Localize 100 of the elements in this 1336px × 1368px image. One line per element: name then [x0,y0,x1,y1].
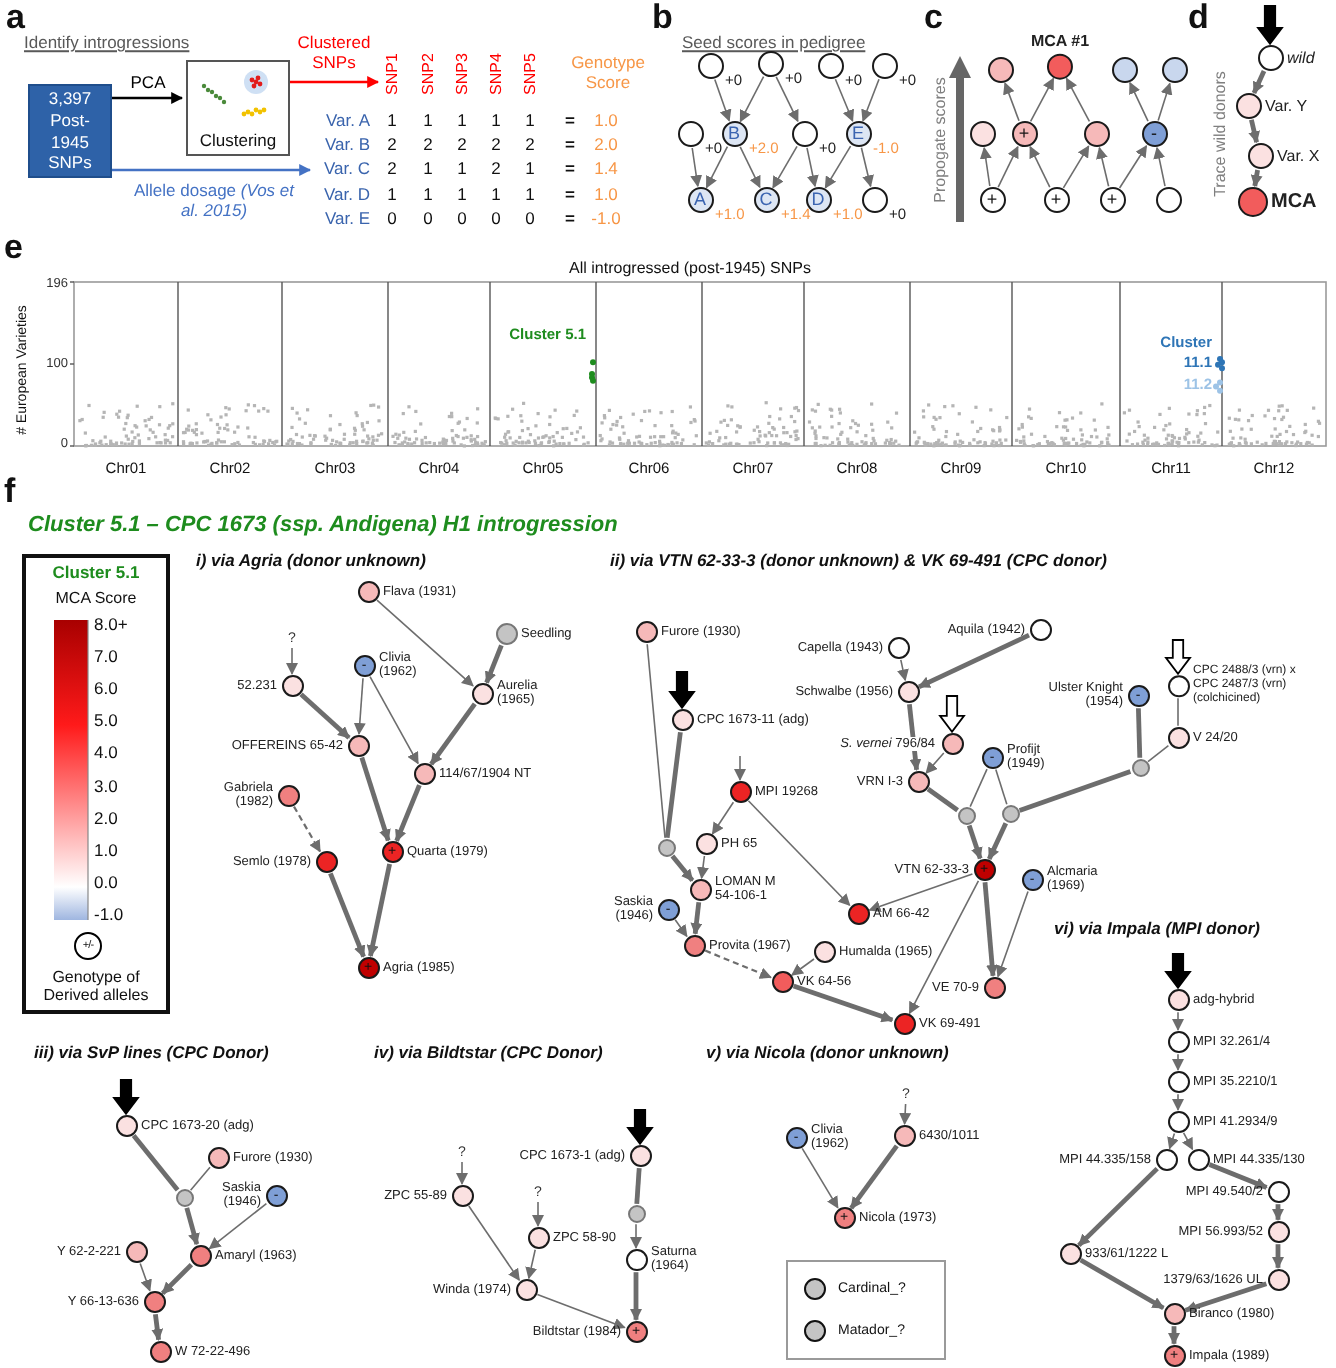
arrow [359,756,391,842]
scale-tick-label: 1.0 [94,841,118,862]
arrow [868,873,974,913]
score-value: 1.0 [594,186,618,206]
arrow [1029,77,1055,123]
arrow [286,647,298,675]
arrow [532,1201,544,1227]
arrow [739,75,765,123]
snp-box: 3,397 Post-1945 SNPs [28,84,112,178]
scale-tick-label: 4.0 [94,745,118,765]
arrow [299,692,351,740]
arrow [690,901,703,935]
arrow [1029,145,1051,188]
arrow [468,1205,520,1281]
arrow [1172,1011,1184,1031]
arrow [1184,1281,1268,1313]
clustering-box [186,60,290,156]
pedigree-line [1136,708,1143,758]
table-value: 1 [457,186,467,206]
scale-tick-label: 2.0 [94,809,118,829]
row-label: Var. B [324,136,370,156]
arrow [1157,82,1173,122]
arrow [429,702,477,766]
arrow [1065,77,1091,123]
arrow [1172,1053,1184,1071]
arrow [112,164,312,176]
table-value: 2 [387,160,397,180]
arrow [690,147,703,188]
edge-label: Clustered SNPs [295,34,373,74]
axis-label: Propogate scores [930,77,950,203]
table-value: 2 [457,136,467,156]
arrow [630,1272,642,1321]
arrow [112,92,184,104]
arrow [997,145,1019,188]
table-value: 1 [423,112,433,132]
scale-tick-label: 6.0 [94,680,118,701]
pedigree-line [995,768,1008,805]
arrow [834,78,854,122]
arrow [979,146,992,187]
scale-tick-label: 0.0 [94,873,118,894]
arrow [208,1202,268,1250]
arrow [987,822,1008,861]
pedigree-circle: A [687,187,713,213]
arrow [1248,119,1260,144]
arrow [484,644,504,684]
arrow [806,147,819,188]
donor-arrow [668,671,696,710]
section-heading: Seed scores in pedigree [682,34,866,54]
arrow [1272,1204,1284,1221]
arrow [697,855,709,880]
equals-sign: = [565,160,575,180]
legend-subtitle: MCA Score [55,588,137,608]
table-value: 2 [525,136,535,156]
arrow [908,880,980,1015]
donor-arrow [1256,5,1284,46]
score-value: 1.0 [594,112,618,132]
score-value: 2.0 [594,136,618,156]
arrow [353,677,366,735]
arrow [772,145,798,189]
pedigree-circle: C [753,187,779,213]
subpanel-heading: i) via Agria (donor unknown) [196,552,426,572]
table-value: 1 [525,112,535,132]
arrow [801,1147,839,1209]
table-value: 0 [423,210,433,230]
arrow [714,78,732,122]
equals-sign: = [565,136,575,156]
chart-title: All introgressed (post-1945) SNPs [569,258,811,278]
arrow [290,76,380,88]
arrow [966,824,983,860]
pedigree-circle: B [721,121,747,147]
arrow [861,78,880,122]
arrow [369,675,419,765]
pedigree-line [634,1168,642,1204]
arrow [1003,82,1020,122]
donor-arrow [938,695,966,734]
arrow [917,633,1031,689]
arrow [1167,1132,1179,1150]
subpanel-heading: iii) via SvP lines (CPC Donor) [34,1044,269,1064]
axis-label: Trace wild donors [1210,71,1230,197]
arrow [860,147,874,188]
arrow [907,703,922,771]
arrow [394,784,422,842]
arrow [674,919,688,938]
equals-sign: = [565,186,575,206]
score-value: 1.4 [594,160,618,180]
pedigree-line [969,768,988,808]
donor-arrow [626,1109,654,1146]
arrow [791,958,815,976]
column-header: SNP3 [452,53,472,95]
panel-letter: e [4,228,23,268]
pedigree-line [1147,744,1170,763]
panel-letter: b [652,0,673,38]
table-value: 2 [423,136,433,156]
table-value: 1 [457,112,467,132]
arrow [704,949,772,979]
legend-title: Cluster 5.1 [52,564,140,584]
arrow [670,854,695,883]
arrow [160,1262,194,1296]
donor-arrow [1164,953,1192,990]
arrow [1251,70,1267,95]
